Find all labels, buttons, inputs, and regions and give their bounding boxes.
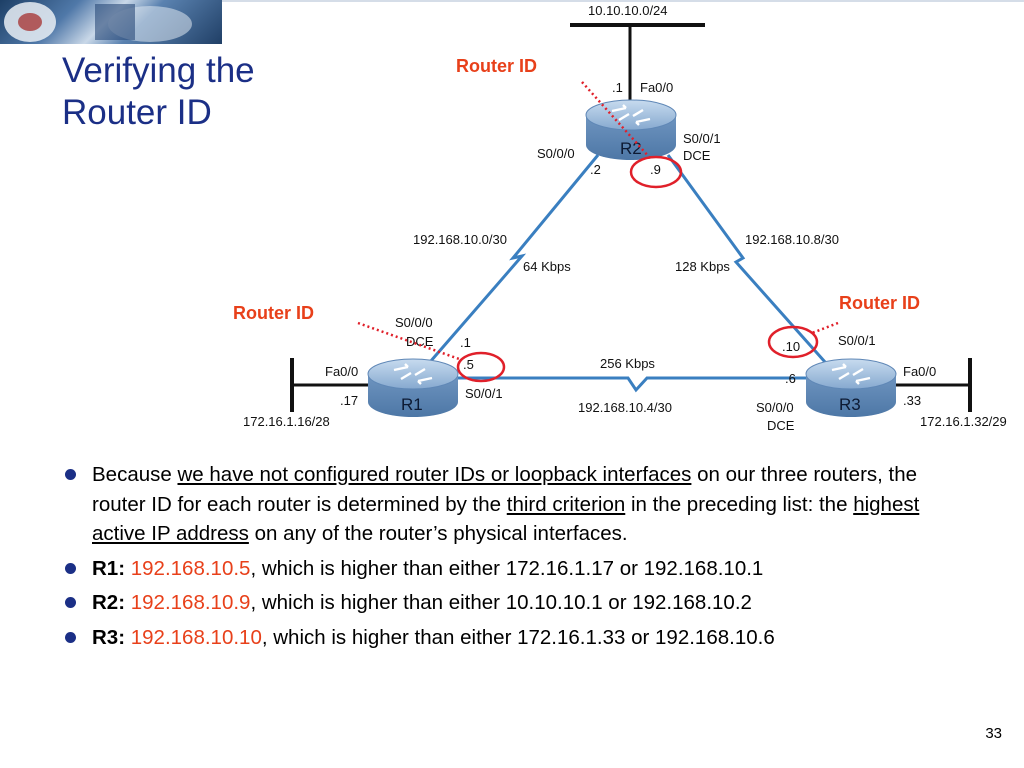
page-number: 33	[985, 725, 1002, 742]
r3-fa-iface: Fa0/0	[903, 364, 936, 379]
bullet-dot	[65, 469, 76, 480]
bullet-dot	[65, 597, 76, 608]
r2-s000-ip: .2	[590, 162, 601, 177]
banner-graphic	[4, 2, 192, 42]
r3-router-id-circle	[767, 325, 819, 359]
title-line-1: Verifying the	[62, 51, 255, 90]
bullet-r1: R1: 192.168.10.5, which is higher than e…	[60, 554, 960, 584]
network-diagram: 10.10.10.0/24 172.16.1.16/28 172.16.1.32…	[233, 3, 1007, 433]
r1-router-id-pointer	[357, 321, 463, 362]
bullet-r2-rest: , which is higher than either 10.10.10.1…	[250, 591, 752, 614]
r2-fa-ip: .1	[612, 80, 623, 95]
r3-s001-iface: S0/0/1	[838, 333, 876, 348]
bullet-list: Because we have not configured router ID…	[60, 460, 960, 657]
r3-s000-iface: S0/0/0	[756, 400, 794, 415]
r1-s001-iface: S0/0/1	[465, 386, 503, 401]
bullet-1-text-2: on our three routers, the router ID for …	[92, 463, 918, 516]
r1-router-id-label: Router ID	[233, 303, 314, 323]
header-banner-image	[0, 0, 222, 44]
r2-router-id-circle	[629, 155, 683, 189]
bullet-r3-rest: , which is higher than either 172.16.1.3…	[261, 625, 775, 649]
router-r3[interactable]: R3	[805, 358, 897, 417]
r2-s001-ip: .9	[650, 162, 661, 177]
r2-name: R2	[620, 139, 642, 158]
bullet-dot	[65, 631, 76, 643]
bullet-1-text-3: in the preceding list: the	[625, 492, 854, 516]
title-line-2: Router ID	[62, 93, 212, 132]
link-r1-r3	[455, 376, 810, 393]
r3-s001-ip: .10	[782, 339, 800, 354]
r1-fa-iface: Fa0/0	[325, 364, 358, 379]
r1-s001-ip: .5	[463, 357, 474, 372]
bullet-r1-rest: , which is higher than either 172.16.1.1…	[250, 556, 764, 580]
link-r1-r2	[428, 154, 600, 363]
r3-name: R3	[839, 395, 861, 414]
r3-lan-network-label: 172.16.1.32/29	[920, 414, 1007, 429]
bullet-r3: R3: 192.168.10.10, which is higher than …	[60, 623, 960, 653]
bullet-r2-ip: 192.168.10.9	[130, 591, 251, 614]
page-title: Verifying the Router ID	[62, 50, 362, 134]
bullet-r1-ip: 192.168.10.5	[130, 556, 251, 580]
r3-s000-ip: .6	[785, 371, 796, 386]
router-r1[interactable]: R1	[367, 358, 459, 417]
bullet-r1-label: R1:	[92, 556, 126, 580]
r1-r2-speed-label: 64 Kbps	[523, 259, 571, 274]
bullet-1-underline-3: highest active IP address	[92, 492, 920, 546]
r1-lan-network-label: 172.16.1.16/28	[243, 414, 330, 429]
r2-s000-iface: S0/0/0	[537, 146, 575, 161]
bullet-r3-label: R3:	[92, 625, 126, 649]
bullet-r2: R2: 192.168.10.9, which is higher than e…	[60, 588, 960, 618]
r1-r3-network-label: 192.168.10.4/30	[578, 400, 672, 415]
bullet-1-text-4: on any of the router’s physical interfac…	[248, 522, 628, 545]
r1-r2-network-label: 192.168.10.0/30	[413, 232, 507, 247]
r2-fa-iface: Fa0/0	[640, 80, 673, 95]
bullet-explanation: Because we have not configured router ID…	[60, 460, 960, 549]
r2-s001-iface: S0/0/1	[683, 131, 721, 146]
r3-fa-ip: .33	[903, 393, 921, 408]
bullet-1-underline-2: third criterion	[506, 492, 626, 516]
r1-s000-iface: S0/0/0	[395, 315, 433, 330]
bullet-r3-ip: 192.168.10.10	[130, 625, 262, 649]
r1-router-id-circle	[456, 351, 506, 383]
bullet-1-text-1: Because	[92, 463, 178, 486]
router-r2[interactable]: R2	[585, 99, 677, 160]
r1-fa-ip: .17	[340, 393, 358, 408]
r2-r3-speed-label: 128 Kbps	[675, 259, 730, 274]
r3-router-id-label: Router ID	[839, 293, 920, 313]
r3-router-id-pointer	[811, 321, 839, 335]
bullet-r2-label: R2:	[92, 591, 126, 614]
r1-s000-ip: .1	[460, 335, 471, 350]
r2-router-id-label: Router ID	[456, 56, 537, 76]
r3-s000-dce: DCE	[767, 418, 795, 433]
bullet-dot	[65, 562, 76, 574]
bullet-1-underline-1: we have not configured router IDs or loo…	[177, 463, 692, 486]
r2-s001-dce: DCE	[683, 148, 711, 163]
r1-s000-dce: DCE	[406, 334, 434, 349]
r1-r3-speed-label: 256 Kbps	[600, 356, 655, 371]
r1-name: R1	[401, 395, 423, 414]
top-network-label: 10.10.10.0/24	[588, 3, 668, 18]
r2-r3-network-label: 192.168.10.8/30	[745, 232, 839, 247]
r2-router-id-pointer	[581, 81, 651, 159]
link-r2-r3	[666, 154, 827, 363]
header-rule	[222, 0, 1024, 2]
